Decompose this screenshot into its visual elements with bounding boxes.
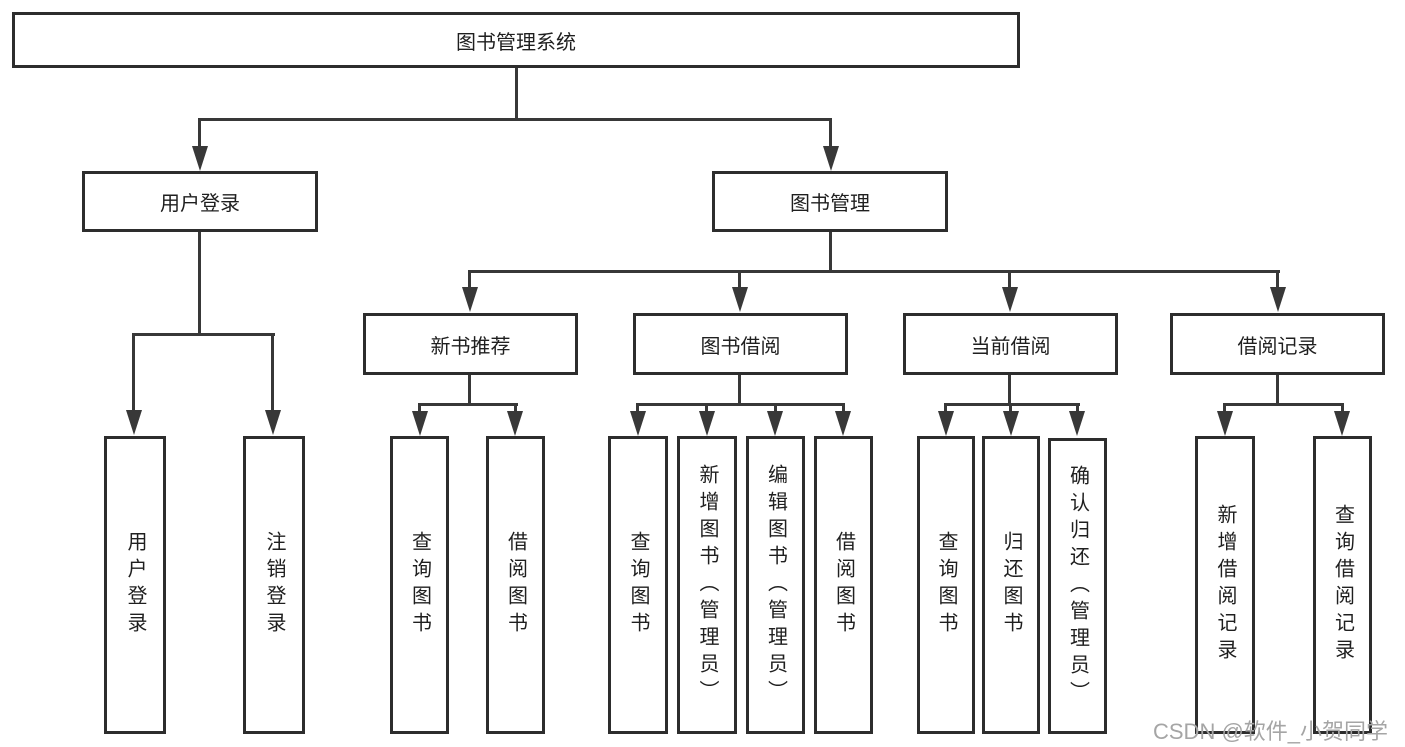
arrow-down-icon [823, 146, 839, 171]
node-label: 新增借阅记录 [1214, 504, 1236, 666]
leaf-records-add-record: 新增借阅记录 [1195, 436, 1255, 734]
connector-line [271, 333, 274, 413]
connector-line [418, 403, 421, 418]
arrow-down-icon [1069, 411, 1085, 436]
leaf-borrow-edit-books-admin: 编辑图书（管理员） [746, 436, 805, 734]
arrow-down-icon [507, 411, 523, 436]
connector-line [514, 403, 517, 418]
arrow-down-icon [732, 287, 748, 312]
arrow-down-icon [835, 411, 851, 436]
arrow-down-icon [412, 411, 428, 436]
node-label: 新增图书（管理员） [696, 463, 718, 707]
connector-line [774, 403, 777, 418]
connector-line [418, 403, 518, 406]
node-label: 查询图书 [627, 531, 649, 639]
node-book-management: 图书管理 [712, 171, 948, 232]
node-label: 注销登录 [263, 531, 285, 639]
node-book-borrow: 图书借阅 [633, 313, 848, 375]
leaf-logout: 注销登录 [243, 436, 305, 734]
leaf-user-login: 用户登录 [104, 436, 166, 734]
arrow-down-icon [462, 287, 478, 312]
leaf-borrow-add-books-admin: 新增图书（管理员） [677, 436, 737, 734]
connector-line [132, 333, 275, 336]
connector-line [829, 232, 832, 273]
connector-line [1223, 403, 1226, 418]
connector-line [468, 270, 471, 294]
arrow-down-icon [1334, 411, 1350, 436]
node-label: 借阅图书 [504, 531, 527, 639]
connector-line [842, 403, 845, 418]
node-user-login: 用户登录 [82, 171, 318, 232]
node-label: 借阅图书 [832, 531, 855, 639]
node-label: 归还图书 [1000, 531, 1022, 639]
node-label: 用户登录 [124, 531, 146, 639]
arrow-down-icon [1003, 411, 1019, 436]
node-label: 图书管理 [790, 193, 870, 215]
node-label: 用户登录 [160, 193, 240, 215]
connector-line [515, 68, 518, 120]
connector-line [636, 403, 639, 418]
connector-line [198, 118, 201, 151]
connector-line [198, 118, 832, 121]
node-label: 编辑图书（管理员） [764, 463, 787, 707]
arrow-down-icon [1217, 411, 1233, 436]
connector-line [1008, 270, 1011, 294]
node-label: 图书管理系统 [456, 31, 576, 54]
connector-line [1009, 403, 1012, 418]
node-root: 图书管理系统 [12, 12, 1020, 68]
node-label: 借阅记录 [1237, 335, 1318, 358]
arrow-down-icon [126, 410, 142, 435]
connector-line [738, 375, 741, 406]
leaf-newbook-query-books: 查询图书 [390, 436, 449, 734]
arrow-down-icon [192, 146, 208, 171]
node-current-borrow: 当前借阅 [903, 313, 1118, 375]
leaf-borrow-borrow-books: 借阅图书 [814, 436, 873, 734]
arrow-down-icon [1002, 287, 1018, 312]
connector-line [738, 270, 741, 294]
connector-line [1076, 403, 1079, 418]
node-label: 查询图书 [935, 531, 957, 639]
leaf-records-query-record: 查询借阅记录 [1313, 436, 1372, 734]
connector-line [1008, 375, 1011, 406]
leaf-current-return-books: 归还图书 [982, 436, 1040, 734]
arrow-down-icon [938, 411, 954, 436]
leaf-current-query-books: 查询图书 [917, 436, 975, 734]
connector-line [944, 403, 947, 418]
node-label: 确认归还（管理员） [1066, 464, 1089, 708]
node-new-book-recommend: 新书推荐 [363, 313, 578, 375]
node-label: 图书借阅 [700, 335, 781, 358]
arrow-down-icon [699, 411, 715, 436]
leaf-current-confirm-return-admin: 确认归还（管理员） [1048, 438, 1107, 734]
connector-line [198, 232, 201, 335]
connector-line [944, 403, 1080, 406]
connector-line [132, 333, 135, 413]
connector-line [1276, 375, 1279, 406]
connector-line [829, 118, 832, 151]
leaf-newbook-borrow-books: 借阅图书 [486, 436, 545, 734]
arrow-down-icon [630, 411, 646, 436]
arrow-down-icon [767, 411, 783, 436]
node-borrow-records: 借阅记录 [1170, 313, 1385, 375]
arrow-down-icon [265, 410, 281, 435]
leaf-borrow-query-books: 查询图书 [608, 436, 668, 734]
connector-line [468, 270, 1280, 273]
node-label: 当前借阅 [970, 335, 1051, 358]
connector-line [1223, 403, 1344, 406]
connector-line [636, 403, 845, 406]
connector-line [1341, 403, 1344, 418]
watermark: CSDN @软件_小贺同学 [1153, 719, 1389, 744]
connector-line [705, 403, 708, 418]
arrow-down-icon [1270, 287, 1286, 312]
node-label: 查询图书 [408, 531, 431, 639]
node-label: 新书推荐 [430, 335, 511, 358]
connector-line [468, 375, 471, 406]
connector-line [1276, 270, 1279, 294]
node-label: 查询借阅记录 [1331, 504, 1354, 666]
